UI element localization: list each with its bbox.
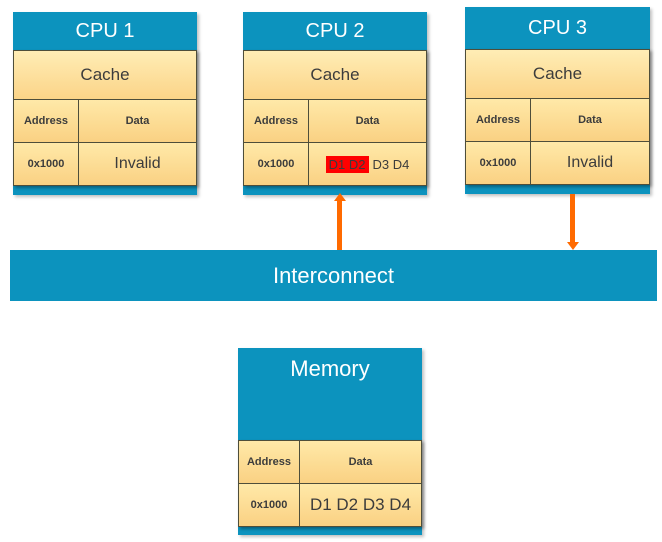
cpu3-cache-label: Cache — [466, 50, 649, 99]
cpu2-cache-column-headers: Address Data — [244, 100, 426, 143]
arrowhead-up — [333, 193, 346, 201]
memory-data-value: D1 D2 D3 D4 — [300, 484, 421, 526]
arrow-shaft — [570, 194, 575, 242]
memory-data-header: Data — [300, 441, 421, 483]
arrowhead-down — [566, 242, 579, 250]
arrow-down-icon — [566, 194, 579, 250]
cpu3-cache-column-headers: Address Data — [466, 99, 649, 142]
interconnect-label: Interconnect — [272, 262, 395, 288]
cpu3-data-text: Invalid — [566, 154, 614, 171]
cpu3-title: CPU 3 — [528, 16, 587, 39]
cpu2-block: CPU 2 Cache Address Data 0x1000 D1 D2 D3… — [243, 12, 427, 195]
memory-table: Address Data 0x1000 D1 D2 D3 D4 — [238, 440, 422, 527]
memory-row: 0x1000 D1 D2 D3 D4 — [239, 484, 421, 526]
cpu2-data-header: Data — [309, 100, 426, 142]
memory-title: Memory — [290, 356, 370, 381]
cpu3-block: CPU 3 Cache Address Data 0x1000 Invalid — [465, 7, 650, 194]
cpu2-address-value: 0x1000 — [244, 143, 309, 185]
cpu2-address-header: Address — [244, 100, 309, 142]
cpu1-title: CPU 1 — [75, 19, 135, 42]
cpu2-cache-table: Cache Address Data 0x1000 D1 D2 D3 D4 — [243, 50, 427, 186]
cpu1-cache-column-headers: Address Data — [14, 100, 196, 143]
cpu3-address-header: Address — [466, 99, 531, 141]
memory-address-value: 0x1000 — [239, 484, 300, 526]
cpu3-cache-row: 0x1000 Invalid — [466, 142, 649, 184]
cpu2-cache-row: 0x1000 D1 D2 D3 D4 — [244, 143, 426, 185]
arrow-up-icon — [333, 193, 346, 250]
cpu2-cache-label: Cache — [244, 51, 426, 100]
cpu1-address-header: Address — [14, 100, 79, 142]
cpu1-data-value: Invalid — [79, 143, 196, 185]
cpu1-address-value: 0x1000 — [14, 143, 79, 185]
memory-block: Memory Address Data 0x1000 D1 D2 D3 D4 — [238, 348, 422, 535]
cpu3-address-value: 0x1000 — [466, 142, 531, 184]
cpu1-block: CPU 1 Cache Address Data 0x1000 Invalid — [13, 12, 197, 195]
cpu1-data-header: Data — [79, 100, 196, 142]
cpu3-data-value: Invalid — [531, 142, 649, 184]
cpu1-cache-row: 0x1000 Invalid — [14, 143, 196, 185]
cpu2-data-text: D3 D4 — [372, 156, 410, 172]
cpu2-title: CPU 2 — [305, 19, 365, 42]
cpu1-data-text: Invalid — [114, 155, 161, 172]
cpu2-data-highlighted: D1 D2 — [325, 155, 369, 173]
cpu1-cache-table: Cache Address Data 0x1000 Invalid — [13, 50, 197, 186]
cpu2-data-value: D1 D2 D3 D4 — [309, 143, 426, 185]
memory-address-header: Address — [239, 441, 300, 483]
cpu3-data-header: Data — [531, 99, 649, 141]
cpu3-cache-table: Cache Address Data 0x1000 Invalid — [465, 49, 650, 185]
cpu1-cache-label: Cache — [14, 51, 196, 100]
memory-column-headers: Address Data — [239, 441, 421, 484]
arrow-shaft — [337, 201, 342, 250]
interconnect-bar: Interconnect — [10, 250, 657, 301]
